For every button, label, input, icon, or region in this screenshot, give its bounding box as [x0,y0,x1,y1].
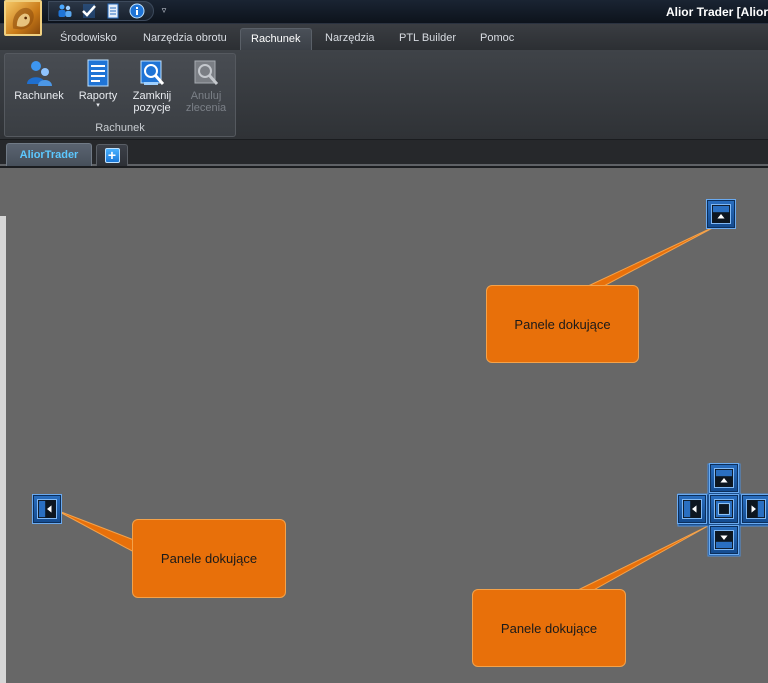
tab-narzedzia-obrotu[interactable]: Narzędzia obrotu [143,32,227,44]
tab-narzedzia[interactable]: Narzędzia [325,32,375,44]
dropdown-arrow-icon: ▾ [96,102,100,109]
checkmark-icon[interactable] [79,2,99,20]
dock-up-icon [715,469,733,483]
dock-center-icon [715,500,733,518]
callout-dock-top: Panele dokujące [486,285,639,363]
dock-cross-center[interactable] [709,494,739,524]
dock-left-target [37,499,57,519]
dock-right-icon [751,500,765,518]
account-users-icon [27,61,52,86]
dock-cross-up-target [714,468,734,488]
info-icon[interactable] [127,2,147,20]
ribbon-tab-bar: Środowisko Narzędzia obrotu Rachunek Nar… [0,24,768,50]
rachunek-button[interactable]: Rachunek [11,58,67,120]
dock-top-indicator[interactable] [706,199,736,229]
dock-cross-center-target [714,499,734,519]
workspace-area [0,168,768,683]
window-title: Alior Trader [Alior [665,5,768,19]
cancel-orders-icon [194,60,219,85]
title-bar: ▿ Alior Trader [Alior [0,0,768,24]
ribbon-group-rachunek: Rachunek Raporty ▾ [4,53,236,137]
dock-up-icon [712,205,730,219]
tab-srodowisko[interactable]: Środowisko [60,32,117,44]
ribbon-panel: Rachunek Raporty ▾ [0,50,768,140]
customize-toolbar-button[interactable]: ▿ [161,5,167,15]
plus-icon: + [104,148,120,163]
dock-top-target [711,204,731,224]
document-list-icon[interactable] [103,2,123,20]
callout-text: Panele dokujące [514,316,611,332]
close-positions-icon [140,60,165,85]
dock-cross-left[interactable] [677,494,707,524]
dock-down-icon [715,535,733,549]
dock-left-icon [683,500,697,518]
anuluj-zlecenia-label-2: zlecenia [185,102,227,114]
callout-dock-cross: Panele dokujące [472,589,626,667]
rachunek-button-label: Rachunek [14,90,64,102]
dock-cross-right[interactable] [741,494,768,524]
document-tab-bar: AliorTrader + [0,140,768,166]
dock-cross-right-target [746,499,766,519]
dock-left-indicator[interactable] [32,494,62,524]
dock-cross-down-target [714,530,734,550]
tab-rachunek[interactable]: Rachunek [240,28,312,50]
zamknij-pozycje-button[interactable]: Zamknij pozycje [127,58,177,120]
callout-dock-left: Panele dokujące [132,519,286,598]
zamknij-pozycje-label-1: Zamknij [132,90,172,102]
ribbon-group-label: Rachunek [95,122,145,134]
anuluj-zlecenia-label-1: Anuluj [190,90,222,102]
raporty-button[interactable]: Raporty ▾ [71,58,125,120]
users-icon[interactable] [55,2,75,20]
tab-ptl-builder[interactable]: PTL Builder [399,32,457,44]
dock-cross-down[interactable] [709,525,739,555]
anuluj-zlecenia-button[interactable]: Anuluj zlecenia [181,58,231,120]
add-tab-button[interactable]: + [96,144,128,166]
dock-left-icon [38,500,52,518]
lion-logo-icon [12,7,34,30]
app-logo[interactable] [4,0,42,36]
left-dock-edge [0,216,6,683]
dock-cross-up[interactable] [709,463,739,493]
callout-text: Panele dokujące [500,620,598,636]
reports-icon [87,59,109,87]
raporty-button-label: Raporty [78,90,118,102]
zamknij-pozycje-label-2: pozycje [133,102,171,114]
tab-aliortrader[interactable]: AliorTrader [6,143,92,166]
callout-text: Panele dokujące [160,551,258,566]
dock-cross-left-target [682,499,702,519]
quick-access-toolbar [48,1,154,21]
tab-pomoc[interactable]: Pomoc [480,32,515,44]
